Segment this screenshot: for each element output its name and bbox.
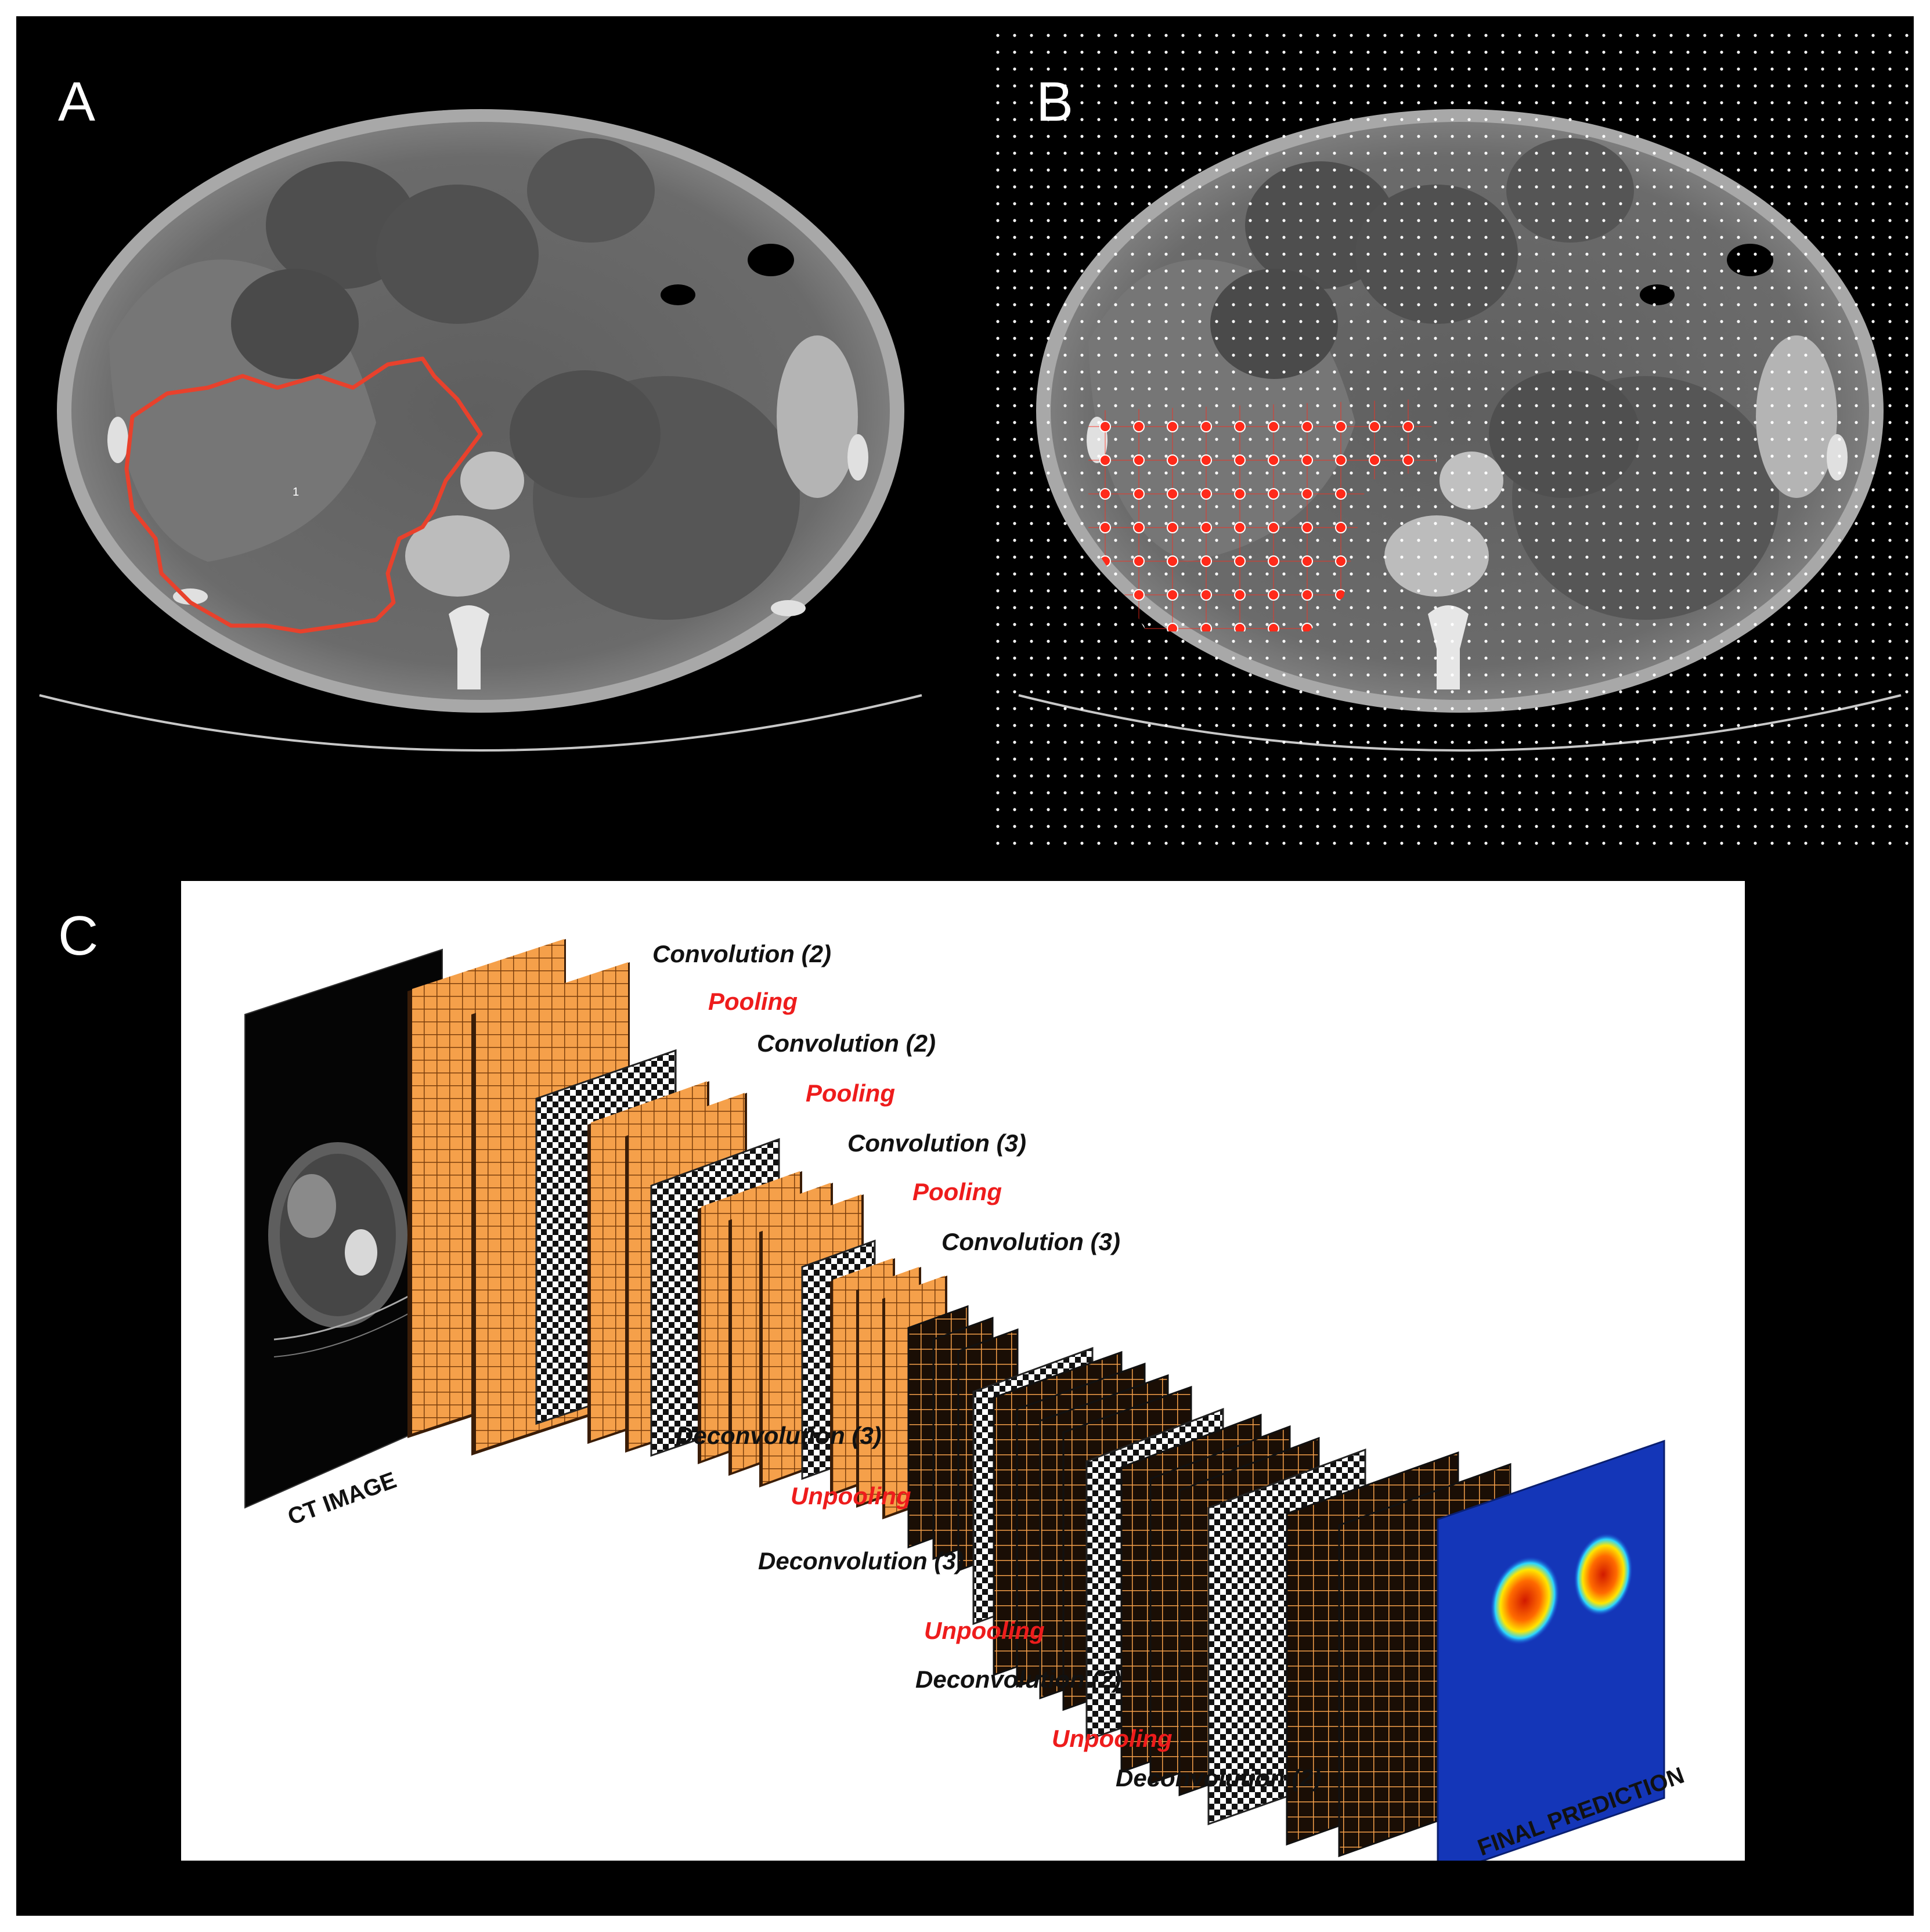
- panel-letter-a: A: [58, 71, 96, 133]
- panel-letter-b: B: [1036, 71, 1074, 133]
- panel-b-sampling-grid: B: [995, 16, 1914, 846]
- encoder-feature-maps: [407, 939, 947, 1519]
- encoder-label: Convolution (2): [757, 1030, 936, 1057]
- ct-scan-b: [995, 34, 1914, 846]
- decoder-label: Unpooling: [924, 1617, 1045, 1644]
- roi-contour: [124, 356, 483, 634]
- decoder-label: Deconvolution (2): [1116, 1764, 1322, 1792]
- final-prediction-map: [1437, 1439, 1665, 1861]
- ct-scan-a: 1: [39, 109, 922, 752]
- encoder-label: Convolution (2): [652, 940, 831, 967]
- decoder-label: Unpooling: [1052, 1725, 1173, 1752]
- encoder-label: Pooling: [912, 1178, 1002, 1205]
- network-diagram: CT IMAGE FINAL PREDICTION Convolution (2…: [244, 939, 1687, 1861]
- roi-label: 1: [293, 486, 299, 499]
- decoder-label: Unpooling: [791, 1482, 911, 1510]
- panel-a-ct-slice: 1 A: [16, 16, 945, 846]
- encoder-label: Convolution (3): [847, 1129, 1026, 1157]
- decoder-label: Deconvolution (3): [758, 1547, 964, 1575]
- panel-letter-c: C: [58, 905, 99, 967]
- decoder-label: Deconvolution (3): [676, 1422, 882, 1449]
- decoder-label: Deconvolution (2): [915, 1666, 1121, 1693]
- encoder-label: Pooling: [806, 1079, 895, 1107]
- decoder-feature-maps: [907, 1305, 1511, 1858]
- encoder-label: Convolution (3): [941, 1228, 1120, 1255]
- sampled-patch-grid: [1088, 399, 1437, 631]
- panel-c-network-diagram: CT IMAGE FINAL PREDICTION Convolution (2…: [181, 881, 1745, 1861]
- encoder-label: Pooling: [708, 988, 798, 1015]
- ct-image-layer: [244, 948, 443, 1509]
